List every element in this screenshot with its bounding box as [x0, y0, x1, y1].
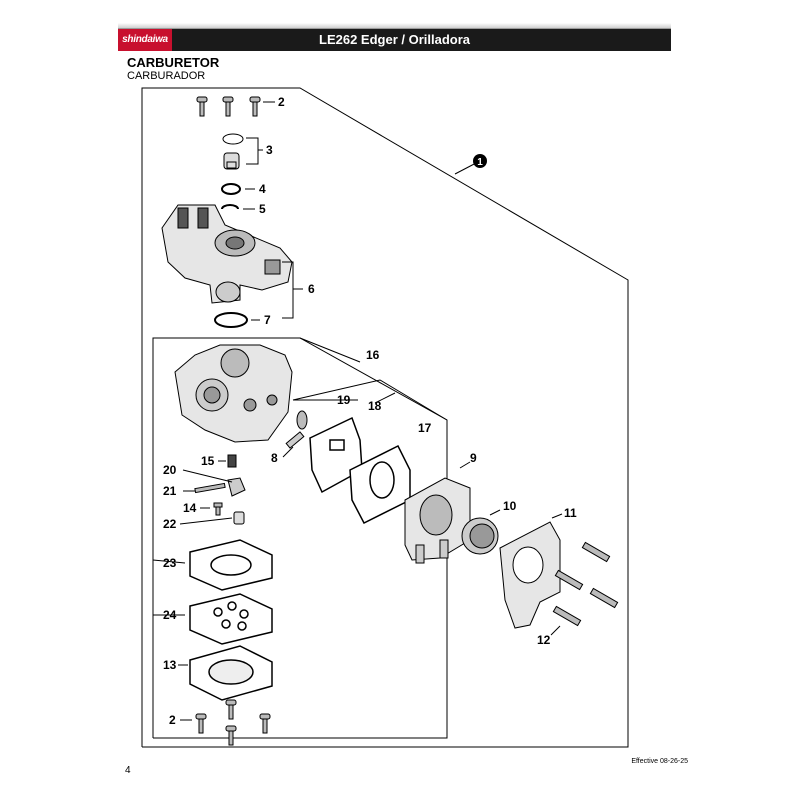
cover-part-11 — [499, 521, 561, 629]
callout-14: 14 — [183, 501, 197, 515]
assembly-1-label: 1 — [477, 157, 483, 168]
assembly-frame-inner — [152, 337, 448, 739]
cover-part-13 — [189, 645, 273, 701]
callout-3: 3 — [266, 143, 273, 157]
page-number: 4 — [125, 765, 131, 776]
section-title: CARBURETOR — [127, 55, 220, 70]
section-subtitle: CARBURADOR — [127, 70, 206, 82]
washer-part-4 — [221, 183, 241, 195]
assembly-frame-outer — [141, 87, 629, 748]
callout-12: 12 — [537, 633, 551, 647]
brand-logo: shindaiwa — [118, 29, 172, 51]
callout-19: 19 — [337, 393, 351, 407]
spring-part-15 — [227, 454, 237, 468]
needle-part-8 — [285, 431, 305, 449]
callout-4: 4 — [259, 182, 266, 196]
callout-13: 13 — [163, 658, 177, 672]
page-title: LE262 Edger / Orilladora — [319, 32, 470, 47]
screws-bottom — [195, 699, 271, 746]
callout-10: 10 — [503, 499, 517, 513]
screws-part-12 — [552, 541, 619, 627]
callout-5: 5 — [259, 202, 266, 216]
needle-valve-part-22 — [233, 511, 245, 525]
callout-23: 23 — [163, 556, 177, 570]
effective-date: Effective 08-26-25 — [631, 758, 688, 765]
callout-18: 18 — [368, 399, 382, 413]
callout-2-bottom: 2 — [169, 713, 176, 727]
callout-11: 11 — [564, 506, 577, 520]
assembly-1-marker: 1 — [473, 154, 487, 168]
callout-22: 22 — [163, 517, 177, 531]
o-ring-part-7 — [214, 312, 248, 328]
callout-24: 24 — [163, 608, 177, 622]
throttle-body-part-6 — [161, 204, 293, 304]
diaphragm-part-17 — [349, 444, 411, 525]
primer-bulb-part-10 — [461, 517, 499, 555]
callout-9: 9 — [470, 451, 477, 465]
callout-16: 16 — [366, 348, 380, 362]
callout-2-top: 2 — [278, 95, 285, 109]
fitting-part-3 — [222, 133, 244, 170]
callout-6: 6 — [308, 282, 315, 296]
callout-8: 8 — [271, 451, 278, 465]
screen-part-19 — [296, 410, 308, 430]
callout-7: 7 — [264, 313, 271, 327]
screw-part-14 — [213, 502, 223, 516]
header-bar: shindaiwa LE262 Edger / Orilladora — [118, 23, 671, 51]
diaphragm-part-24 — [189, 593, 273, 645]
carburetor-body-part-16 — [174, 344, 293, 443]
pin-part-21 — [194, 482, 226, 494]
callout-21: 21 — [163, 484, 177, 498]
clip-part-5 — [221, 204, 239, 210]
callout-20: 20 — [163, 463, 177, 477]
callout-17: 17 — [418, 421, 432, 435]
lever-part-20 — [227, 477, 246, 497]
screws-top — [196, 96, 261, 117]
pump-body-part-9 — [404, 477, 471, 564]
callout-15: 15 — [201, 454, 215, 468]
gasket-part-23 — [189, 539, 273, 591]
